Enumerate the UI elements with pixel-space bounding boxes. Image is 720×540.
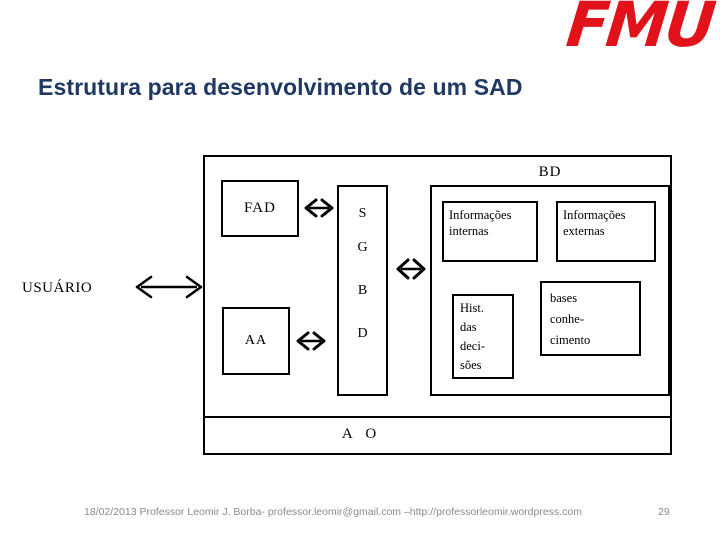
sgbd-column — [337, 185, 388, 396]
sgbd-letter-g: G — [357, 240, 368, 255]
aa-box: AA — [222, 307, 290, 375]
bd-label: BD — [538, 164, 562, 180]
informacoes-externas-line1: Informações — [563, 208, 626, 222]
page-title: Estrutura para desenvolvimento de um SAD — [38, 74, 523, 100]
usuario-label: USUÁRIO — [22, 280, 93, 296]
historico-decisoes-line1: Hist. — [460, 301, 484, 315]
informacoes-internas-line1: Informações — [449, 208, 512, 222]
sgbd-letter-s: S — [358, 206, 367, 221]
bases-conhecimento-box: bases conhe- cimento — [540, 281, 641, 356]
historico-decisoes-line2: das — [460, 320, 477, 334]
historico-decisoes-line3: deci- — [460, 339, 485, 353]
fad-sgbd-bidirectional-arrow-icon — [304, 198, 334, 218]
bases-conhecimento-line1: bases — [550, 291, 578, 305]
usuario-bidirectional-arrow-icon — [135, 275, 203, 299]
informacoes-internas-box: Informações internas — [442, 201, 538, 262]
historico-decisoes-line4: sões — [460, 358, 482, 372]
ambiente-operacional-label: A O — [341, 426, 379, 442]
informacoes-externas-box: Informações externas — [556, 201, 656, 262]
informacoes-internas-line2: internas — [449, 224, 489, 238]
aa-sgbd-bidirectional-arrow-icon — [296, 331, 326, 351]
page-number: 29 — [658, 506, 670, 518]
sgbd-letter-b: B — [357, 283, 368, 298]
bottom-bar-divider — [205, 416, 670, 418]
informacoes-externas-line2: externas — [563, 224, 605, 238]
bases-conhecimento-line2: conhe- — [550, 312, 585, 326]
footer-credit: 18/02/2013 Professor Leomir J. Borba- pr… — [84, 506, 582, 518]
sgbd-bd-bidirectional-arrow-icon — [396, 258, 426, 280]
historico-decisoes-box: Hist. das deci- sões — [452, 294, 514, 379]
fad-box: FAD — [221, 180, 299, 237]
sgbd-letter-d: D — [357, 326, 368, 341]
bases-conhecimento-line3: cimento — [550, 333, 591, 347]
